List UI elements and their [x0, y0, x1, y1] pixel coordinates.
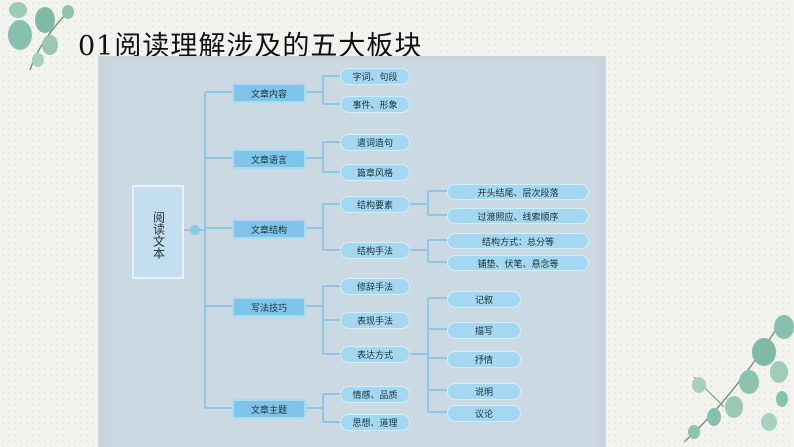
expression-node: 议论: [447, 405, 521, 422]
category-technique: 写法技巧: [232, 297, 306, 317]
expression-node: 记叙: [447, 291, 521, 308]
structure-detail-node: 过渡照应、线索顺序: [447, 208, 589, 224]
category-content: 文章内容: [232, 83, 306, 103]
level2-node: 字词、句段: [340, 68, 410, 85]
level2-node: 情感、品质: [340, 386, 410, 403]
level2-node: 表现手法: [340, 312, 410, 329]
structure-detail-node: 结构方式：总分等: [447, 233, 589, 249]
level2-node: 修辞手法: [340, 278, 410, 295]
expression-node: 说明: [447, 383, 521, 400]
level2-node: 结构手法: [340, 242, 410, 259]
level2-node: 结构要素: [340, 196, 410, 213]
structure-detail-node: 铺垫、伏笔、悬念等: [447, 255, 589, 271]
structure-detail-node: 开头结尾、层次段落: [447, 184, 589, 200]
category-structure: 文章结构: [232, 219, 306, 239]
expression-node: 抒情: [447, 351, 521, 368]
root-label: 阅读文本: [151, 211, 166, 259]
mindmap-root: 阅读文本: [132, 185, 184, 279]
level2-node: 思想、道理: [340, 414, 410, 431]
leaf-decoration-top-left: [8, 2, 74, 71]
category-theme: 文章主题: [232, 399, 306, 419]
expression-node: 描写: [447, 322, 521, 339]
level2-node: 遣词造句: [340, 134, 410, 151]
leaf-decoration-bottom-right: [683, 315, 794, 443]
level2-node: 表达方式: [340, 346, 410, 363]
category-language: 文章语言: [232, 149, 306, 169]
level2-node: 篇章风格: [340, 164, 410, 181]
level2-node: 事件、形象: [340, 96, 410, 113]
